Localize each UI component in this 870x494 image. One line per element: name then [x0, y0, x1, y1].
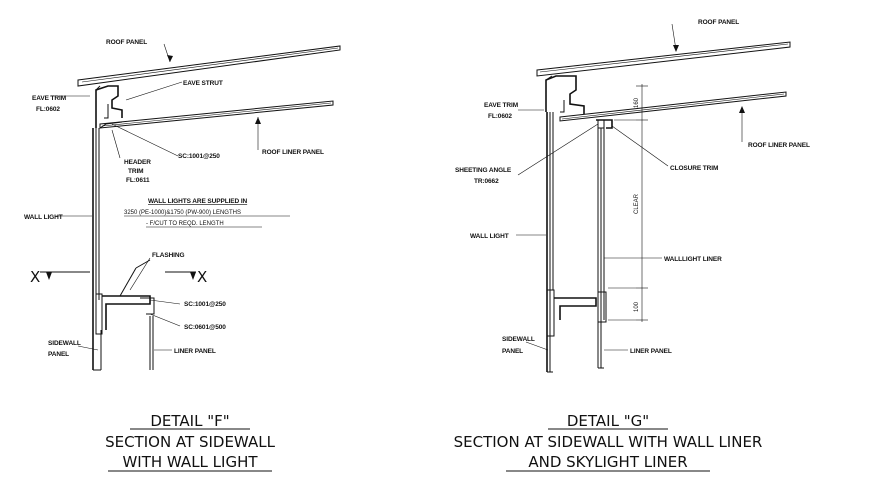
title-2-f: SECTION AT SIDEWALL	[105, 433, 275, 451]
section-marker-f: X X	[30, 268, 207, 286]
dim-160-g: 160	[634, 97, 640, 108]
label-eave-trim-code-f: FL:0602	[36, 106, 60, 113]
label-roof-panel-g: ROOF PANEL	[698, 19, 739, 26]
section-mark-left: X	[30, 268, 40, 286]
label-liner-panel-g: LINER PANEL	[630, 348, 672, 355]
note-line-2-f: 3250 (PE-1000)&1750 (PW-900) LENGTHS	[124, 210, 241, 216]
roof-panel-f	[77, 45, 341, 87]
label-closure-trim-g: CLOSURE TRIM	[670, 165, 718, 172]
wall-light-g	[546, 112, 554, 373]
label-sheeting-angle-g: SHEETING ANGLE	[455, 167, 512, 174]
label-sc-0601-f: SC:0601@500	[184, 324, 226, 331]
title-1-f: DETAIL "F"	[150, 412, 229, 430]
wall-light-f	[92, 128, 102, 371]
label-wall-light-g: WALL LIGHT	[470, 233, 509, 240]
label-roof-panel-f: ROOF PANEL	[106, 39, 147, 46]
label-sidewall-1-g: SIDEWALL	[502, 336, 535, 343]
roof-liner-panel-g	[559, 91, 787, 122]
title-3-f: WITH WALL LIGHT	[122, 453, 258, 471]
section-mark-right: X	[197, 268, 207, 286]
eave-trim-f	[95, 85, 123, 129]
label-flashing-f: FLASHING	[152, 252, 184, 259]
label-roof-liner-g: ROOF LINER PANEL	[748, 142, 810, 149]
leaders-g	[516, 23, 745, 351]
label-header-trim-2-f: TRIM	[128, 168, 144, 175]
flashing-f	[95, 259, 155, 370]
eave-trim-g	[545, 75, 585, 114]
detail-g: 160 CLEAR 100 ROOF PANEL EAVE TRIM FL:06…	[454, 19, 810, 472]
label-roof-liner-f: ROOF LINER PANEL	[262, 149, 324, 156]
title-2-g: SECTION AT SIDEWALL WITH WALL LINER	[454, 433, 763, 451]
roof-liner-panel-f	[99, 100, 334, 129]
label-liner-panel-f: LINER PANEL	[174, 348, 216, 355]
label-eave-trim-g: EAVE TRIM	[484, 102, 518, 109]
label-sheeting-angle-code-g: TR:0662	[474, 178, 499, 185]
label-header-trim-code-f: FL:0611	[126, 177, 150, 184]
label-sidewall-1-f: SIDEWALL	[48, 340, 81, 347]
label-eave-trim-code-g: FL:0602	[488, 113, 512, 120]
dimensions-g: 160 CLEAR 100	[608, 84, 648, 322]
dim-clear-g: CLEAR	[634, 193, 640, 214]
title-1-g: DETAIL "G"	[567, 412, 649, 430]
label-walllight-liner-g: WALLLIGHT LINER	[664, 256, 722, 263]
label-sc-1001-f: SC:1001@250	[184, 301, 226, 308]
label-sc-top-f: SC:1001@250	[178, 153, 220, 160]
label-sidewall-2-f: PANEL	[48, 351, 69, 358]
walllight-liner-g	[597, 128, 607, 369]
detail-f: X X ROOF PANEL EAVE TRIM FL:0602 EAVE ST…	[24, 39, 341, 472]
label-sidewall-2-g: PANEL	[502, 348, 523, 355]
label-wall-light-f: WALL LIGHT	[24, 214, 63, 221]
label-eave-strut-f: EAVE STRUT	[183, 80, 223, 87]
flashing-g	[546, 289, 597, 337]
label-header-trim-1-f: HEADER	[124, 159, 151, 166]
label-eave-trim-f: EAVE TRIM	[32, 95, 66, 102]
note-line-1-f: WALL LIGHTS ARE SUPPLIED IN	[148, 198, 248, 205]
roof-panel-g	[536, 41, 791, 77]
dim-100-g: 100	[634, 301, 640, 312]
note-line-3-f: - F/CUT TO REQD. LENGTH	[146, 221, 224, 227]
title-3-g: AND SKYLIGHT LINER	[528, 453, 687, 471]
closure-trim-g	[596, 119, 613, 129]
leaders-f	[50, 43, 261, 351]
